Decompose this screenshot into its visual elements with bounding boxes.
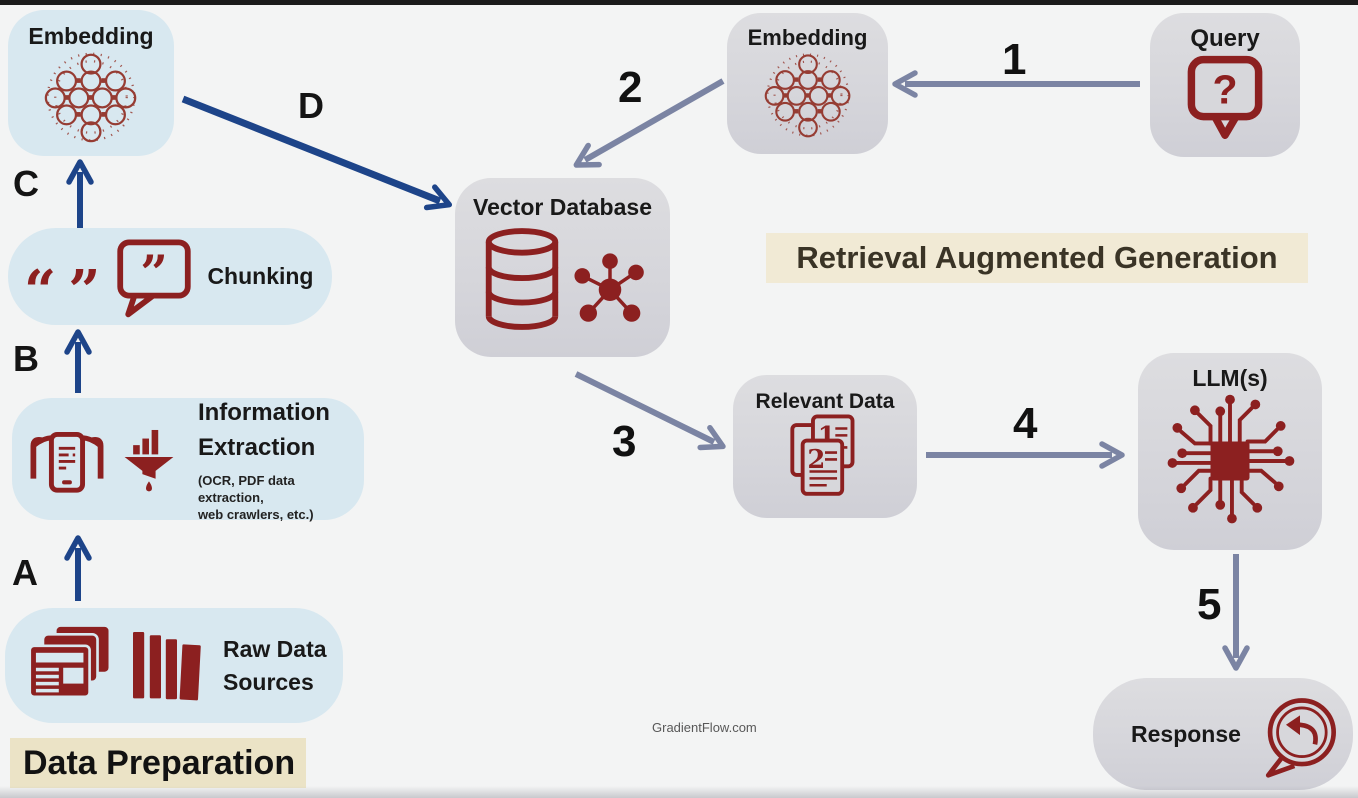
node-label: Query — [1190, 25, 1260, 52]
books-stack-icon — [130, 629, 204, 703]
bubble-quote-glyph: ” — [141, 245, 169, 301]
step-label-a: A — [12, 552, 38, 593]
node-sublabel-line1: (OCR, PDF data extraction, — [197, 473, 295, 505]
step-label-4: 4 — [1013, 399, 1038, 448]
arrow-step-2 — [573, 78, 725, 168]
close-quote-icon: ” — [68, 257, 101, 324]
node-label-line1: Raw Data — [223, 635, 327, 662]
node-label-line2: Extraction — [197, 434, 316, 461]
node-label: Vector Database — [473, 194, 652, 220]
chip-icon — [1167, 394, 1295, 524]
data-preparation-label: Data Preparation — [23, 743, 296, 782]
arrow-step-3 — [574, 371, 726, 451]
newspapers-stack-icon — [28, 623, 112, 698]
node-label: Embedding — [747, 25, 868, 50]
node-label-line1: Information — [197, 399, 330, 426]
node-vector-database: Vector Database — [455, 178, 670, 357]
node-label: Embedding — [28, 23, 154, 49]
quote-bubble-icon: ” — [117, 238, 192, 317]
watermark: GradientFlow.com — [652, 720, 757, 735]
funnel-chart-icon — [124, 429, 174, 492]
node-relevant-data: Relevant Data 1 2 — [733, 375, 917, 518]
node-label-line2: Sources — [223, 668, 314, 695]
open-quote-icon: “ — [24, 257, 57, 324]
neural-network-icon — [764, 53, 850, 138]
step-label-5: 5 — [1197, 580, 1222, 629]
numbered-documents-icon: 1 2 — [790, 414, 855, 496]
node-label: LLM(s) — [1192, 365, 1268, 391]
step-label-3: 3 — [612, 417, 637, 466]
node-llms: LLM(s) — [1138, 353, 1322, 550]
node-sublabel-line2: web crawlers, etc.) — [197, 507, 314, 522]
step-label-1: 1 — [1002, 35, 1027, 84]
step-label-2: 2 — [618, 63, 643, 112]
data-preparation-section-title: Data Preparation — [10, 738, 306, 788]
question-bubble-icon: ? — [1187, 56, 1263, 140]
graph-network-icon — [573, 253, 644, 323]
neural-network-icon — [44, 52, 137, 143]
node-label: Relevant Data — [755, 390, 895, 413]
top-border-bar — [0, 0, 1358, 5]
node-embedding-right: Embedding — [727, 13, 888, 154]
database-icon — [485, 228, 558, 331]
step-label-c: C — [13, 163, 39, 204]
arrow-step-d — [181, 95, 453, 211]
rag-section-title: Retrieval Augmented Generation — [766, 233, 1308, 283]
question-mark-glyph: ? — [1212, 67, 1237, 113]
node-response: Response — [1093, 678, 1353, 790]
node-raw-data-sources: Raw Data Sources — [5, 608, 343, 723]
node-label: Chunking — [207, 263, 314, 289]
node-information-extraction: Information Extraction (OCR, PDF data ex… — [12, 398, 364, 522]
node-chunking: “ ” ” Chunking — [8, 228, 332, 325]
node-query: Query ? — [1150, 13, 1300, 157]
step-label-b: B — [13, 338, 39, 379]
doc-number-2: 2 — [807, 445, 825, 475]
node-label: Response — [1131, 720, 1241, 747]
document-scan-icon — [30, 431, 104, 493]
node-embedding-left: Embedding — [8, 10, 174, 156]
step-label-d: D — [298, 85, 324, 126]
reply-bubble-icon — [1265, 698, 1336, 778]
rag-section-label: Retrieval Augmented Generation — [796, 240, 1278, 275]
